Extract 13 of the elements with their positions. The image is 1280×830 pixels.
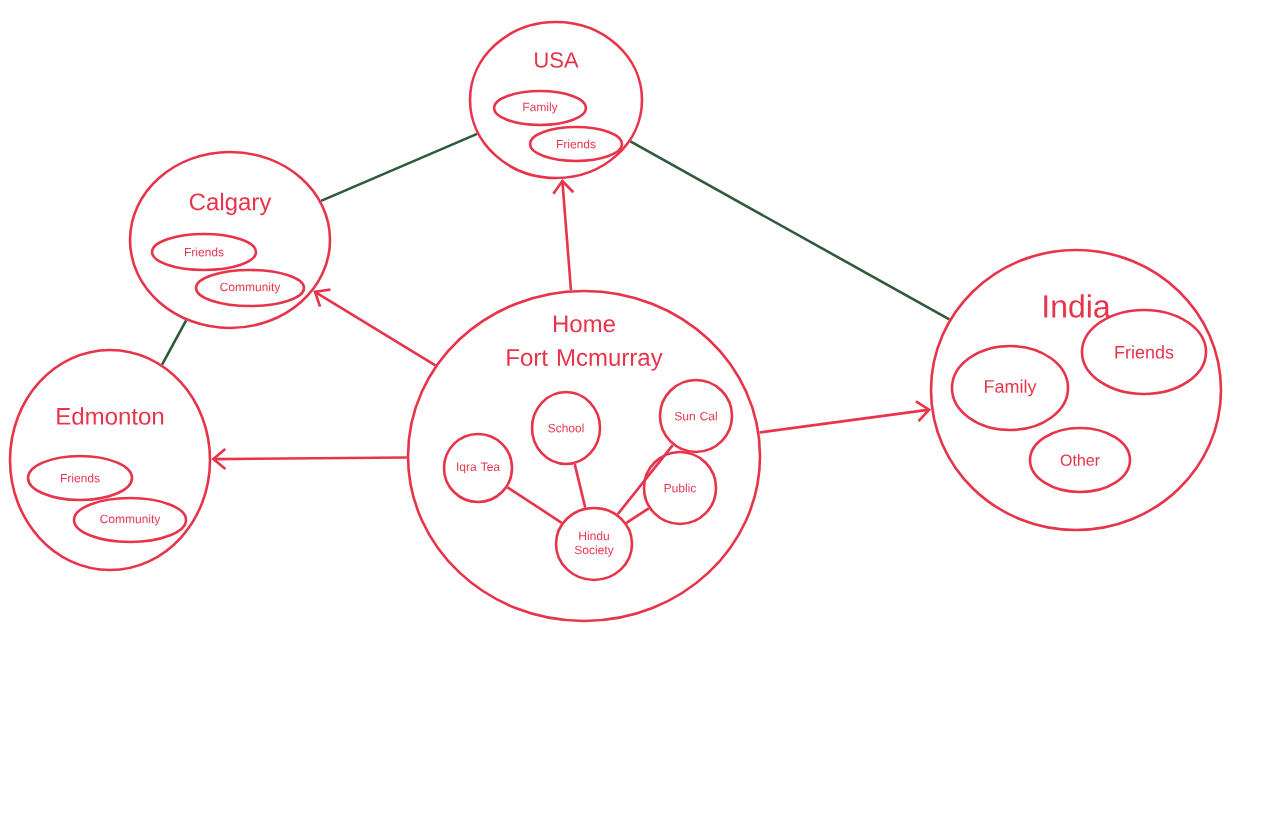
connector [211,448,407,470]
connector [506,486,563,524]
connector [313,288,437,367]
connector [629,140,950,321]
connector [616,444,674,516]
connector [625,507,650,524]
connector [160,319,188,366]
connector [552,179,575,291]
bubble: Family [950,344,1070,432]
connector [573,463,587,508]
connector [759,400,932,434]
connector [320,132,478,203]
bubble: Other [1028,426,1132,494]
